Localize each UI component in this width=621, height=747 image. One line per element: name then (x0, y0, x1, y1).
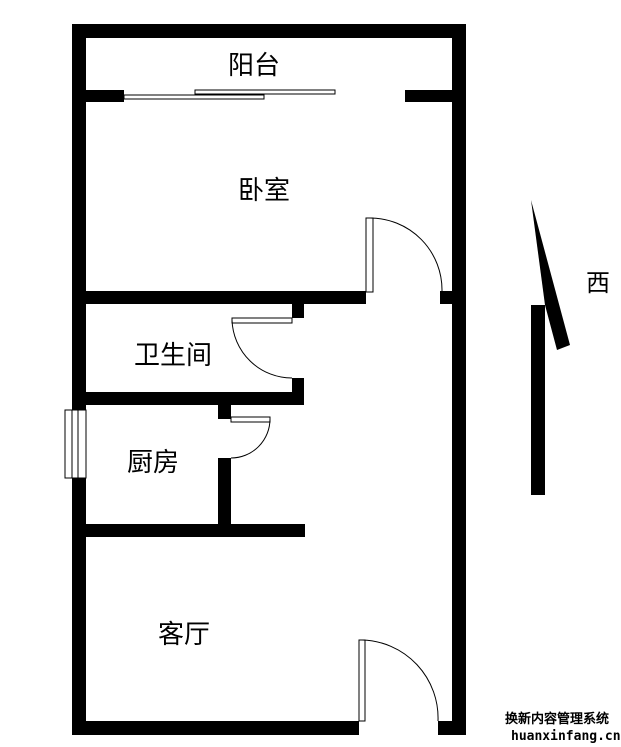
room-label-balcony: 阳台 (228, 51, 280, 81)
north-arrow-icon (531, 200, 570, 495)
kitchen-wall-right (218, 458, 231, 524)
kitchen-door (230, 416, 271, 459)
balcony-wall-right (405, 90, 452, 102)
outer-wall-bottom-right (438, 721, 466, 735)
outer-wall-bottom-left (72, 721, 359, 735)
kitchen-wall-right-top (218, 405, 231, 419)
bathroom-wall-right-top (292, 304, 304, 318)
room-label-living-room: 客厅 (158, 620, 210, 650)
outer-wall-left (72, 24, 86, 735)
kitchen-window (64, 409, 87, 479)
bathroom-door (231, 317, 293, 379)
watermark-line1: 换新内容管理系统 (505, 711, 609, 727)
room-label-kitchen: 厨房 (127, 448, 179, 478)
kitchen-wall-bottom (86, 524, 305, 537)
balcony-wall-left (86, 90, 124, 102)
outer-wall-right (452, 24, 466, 735)
bedroom-door (365, 217, 443, 293)
compass-direction-label: 西 (586, 269, 610, 297)
bedroom-wall-bottom (86, 291, 366, 304)
watermark-line2: huanxinfang.cn (511, 729, 621, 744)
room-label-bathroom: 卫生间 (134, 341, 212, 371)
balcony-sliding-door (123, 89, 336, 100)
bedroom-wall-stub (440, 291, 452, 304)
walls (72, 24, 466, 735)
bathroom-wall-bottom (86, 392, 304, 405)
outer-wall-top (72, 24, 466, 38)
room-label-bedroom: 卧室 (238, 176, 290, 206)
entrance-door (358, 639, 439, 722)
bathroom-wall-right-bottom (292, 378, 304, 393)
